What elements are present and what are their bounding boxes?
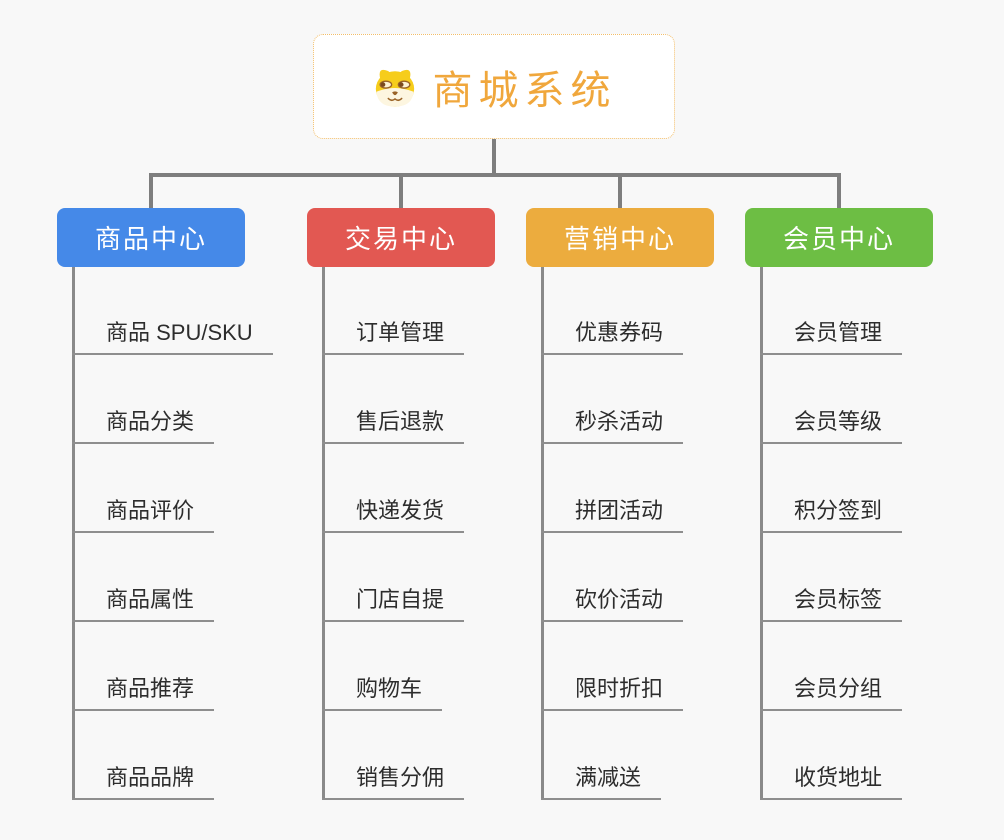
- leaf-node[interactable]: 会员等级: [760, 355, 903, 444]
- leaf-node[interactable]: 限时折扣: [541, 622, 684, 711]
- leaf-node[interactable]: 售后退款: [322, 355, 465, 444]
- leaf-label: 商品评价: [106, 498, 195, 523]
- branch-label: 交易中心: [344, 224, 457, 254]
- leaf-node[interactable]: 商品评价: [72, 444, 215, 533]
- leaf-label: 商品分类: [106, 409, 195, 434]
- leaf-label: 会员等级: [794, 409, 883, 434]
- leaf-label: 购物车: [356, 676, 423, 701]
- branch-items: 会员管理 会员等级 积分签到 会员标签 会员分组 收货地址: [760, 266, 903, 800]
- leaf-node[interactable]: 满减送: [541, 711, 662, 800]
- leaf-label: 商品 SPU/SKU: [106, 320, 253, 345]
- leaf-label: 商品品牌: [106, 765, 195, 790]
- leaf-node[interactable]: 拼团活动: [541, 444, 684, 533]
- branch-header-1[interactable]: 商品中心: [57, 208, 245, 267]
- leaf-node[interactable]: 优惠券码: [541, 266, 684, 355]
- leaf-label: 砍价活动: [575, 587, 664, 612]
- leaf-node[interactable]: 快递发货: [322, 444, 465, 533]
- leaf-node[interactable]: 积分签到: [760, 444, 903, 533]
- branch-header-4[interactable]: 会员中心: [745, 208, 933, 267]
- branch-trunk-line: [541, 267, 544, 800]
- leaf-node[interactable]: 会员标签: [760, 533, 903, 622]
- connector-drop-1: [149, 175, 153, 208]
- branch-trunk-line: [322, 267, 325, 800]
- branch-trunk-line: [72, 267, 75, 800]
- leaf-node[interactable]: 门店自提: [322, 533, 465, 622]
- branch-label: 营销中心: [563, 224, 676, 254]
- leaf-label: 快递发货: [356, 498, 445, 523]
- leaf-label: 门店自提: [356, 587, 445, 612]
- leaf-node[interactable]: 商品 SPU/SKU: [72, 266, 273, 355]
- connector-drop-2: [399, 175, 403, 208]
- leaf-label: 优惠券码: [575, 320, 664, 345]
- leaf-node[interactable]: 商品属性: [72, 533, 215, 622]
- root-title: 商城系统: [432, 68, 617, 113]
- branch-header-3[interactable]: 营销中心: [526, 208, 714, 267]
- leaf-label: 会员管理: [794, 320, 883, 345]
- leaf-label: 会员分组: [794, 676, 883, 701]
- branch-label: 会员中心: [782, 224, 895, 254]
- leaf-label: 收货地址: [794, 765, 883, 790]
- leaf-node[interactable]: 会员分组: [760, 622, 903, 711]
- leaf-label: 秒杀活动: [575, 409, 664, 434]
- leaf-label: 限时折扣: [575, 676, 664, 701]
- leaf-node[interactable]: 砍价活动: [541, 533, 684, 622]
- branch-items: 优惠券码 秒杀活动 拼团活动 砍价活动 限时折扣 满减送: [541, 266, 684, 800]
- dog-face-icon: [372, 64, 418, 110]
- leaf-node[interactable]: 购物车: [322, 622, 443, 711]
- branch-items: 订单管理 售后退款 快递发货 门店自提 购物车 销售分佣: [322, 266, 465, 800]
- leaf-label: 满减送: [575, 765, 642, 790]
- connector-horizontal-bar: [149, 173, 841, 177]
- branch-trunk-line: [760, 267, 763, 800]
- leaf-label: 商品属性: [106, 587, 195, 612]
- branch-label: 商品中心: [94, 224, 207, 254]
- leaf-label: 售后退款: [356, 409, 445, 434]
- leaf-node[interactable]: 订单管理: [322, 266, 465, 355]
- branch-items: 商品 SPU/SKU 商品分类 商品评价 商品属性 商品推荐 商品品牌: [72, 266, 273, 800]
- leaf-label: 商品推荐: [106, 676, 195, 701]
- leaf-node[interactable]: 商品品牌: [72, 711, 215, 800]
- leaf-label: 拼团活动: [575, 498, 664, 523]
- leaf-label: 积分签到: [794, 498, 883, 523]
- leaf-node[interactable]: 会员管理: [760, 266, 903, 355]
- leaf-node[interactable]: 商品分类: [72, 355, 215, 444]
- root-node[interactable]: 商城系统: [313, 34, 675, 139]
- leaf-node[interactable]: 收货地址: [760, 711, 903, 800]
- leaf-label: 销售分佣: [356, 765, 445, 790]
- leaf-label: 会员标签: [794, 587, 883, 612]
- connector-root-vertical: [492, 139, 496, 175]
- leaf-node[interactable]: 销售分佣: [322, 711, 465, 800]
- connector-drop-3: [618, 175, 622, 208]
- leaf-node[interactable]: 秒杀活动: [541, 355, 684, 444]
- connector-drop-4: [837, 175, 841, 208]
- branch-header-2[interactable]: 交易中心: [307, 208, 495, 267]
- leaf-label: 订单管理: [356, 320, 445, 345]
- leaf-node[interactable]: 商品推荐: [72, 622, 215, 711]
